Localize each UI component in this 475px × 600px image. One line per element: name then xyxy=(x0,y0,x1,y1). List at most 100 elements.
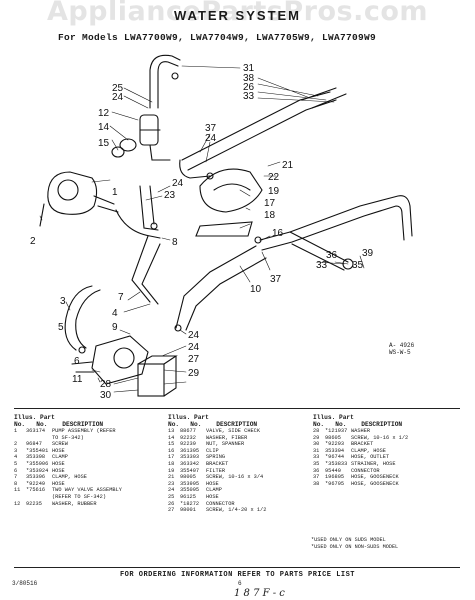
description: HOSE, GOOSENECK xyxy=(351,480,399,487)
description: WASHER, FIBER xyxy=(206,434,248,441)
handwritten-note: 1 8 7 F - c xyxy=(234,588,285,599)
part-no: 353398 xyxy=(26,454,46,461)
callout-11: 11 xyxy=(72,374,83,385)
header-illus: Illus. xyxy=(14,414,37,421)
callout-39: 39 xyxy=(362,248,374,259)
header-illus: Illus. xyxy=(168,414,191,421)
illus-no: 12 xyxy=(14,500,21,507)
description: HOSE xyxy=(52,447,65,454)
description: HOSE xyxy=(52,467,65,474)
header-illus: Illus. xyxy=(313,414,336,421)
description: SCREW, 10-16 x 1/2 xyxy=(351,434,409,441)
description: VALVE, SIDE CHECK xyxy=(206,428,261,434)
header-part: Part xyxy=(339,414,354,421)
part-no: 363342 xyxy=(180,460,200,467)
part-no: 355407 xyxy=(180,467,200,474)
illus-no: 24 xyxy=(168,487,175,494)
callout-8: 8 xyxy=(172,237,178,248)
models-line: For Models LWA7700W9, LWA7704W9, LWA7705… xyxy=(58,32,377,43)
callout-12: 12 xyxy=(98,108,110,119)
illus-no: 1 xyxy=(14,428,18,434)
callout-6: 6 xyxy=(74,356,80,367)
page-number: 6 xyxy=(238,580,242,587)
note-suds: *USED ONLY ON SUDS MODEL xyxy=(311,537,386,543)
illus-no: 23 xyxy=(168,480,175,487)
callout-2: 2 xyxy=(30,236,36,247)
illus-no: 31 xyxy=(313,447,320,454)
description: NUT, SPANNER xyxy=(206,441,245,448)
callout-37b: 37 xyxy=(270,274,282,285)
illus-no: 6 xyxy=(14,467,18,474)
header-no: No. xyxy=(313,421,325,428)
callout-27: 27 xyxy=(188,354,200,365)
callout-10: 10 xyxy=(250,284,262,295)
illus-no: 38 xyxy=(313,480,320,487)
header-part-no: No. xyxy=(190,421,202,428)
part-no: 96125 xyxy=(180,493,196,500)
table-bottom-rule xyxy=(14,567,460,568)
water-system-diagram: 31 25 24 12 14 15 1 2 3 38 26 33 37 24 2… xyxy=(30,54,413,401)
callout-35: 35 xyxy=(352,260,364,271)
callout-17: 17 xyxy=(264,198,276,209)
callout-24: 24 xyxy=(112,92,124,103)
illus-no: 13 xyxy=(168,428,175,434)
diagram-reference: A- 4926 WS-W-5 xyxy=(389,342,414,356)
document-code: 3/80516 xyxy=(12,580,38,587)
description: CLAMP xyxy=(52,454,68,461)
part-no: 98005 xyxy=(180,474,196,481)
diagram-ref-code: A- 4926 xyxy=(389,342,415,349)
watermark: AppliancePartsPros.com xyxy=(46,0,429,27)
callout-26: 26 xyxy=(243,82,255,93)
callout-38: 38 xyxy=(243,73,255,84)
illus-no: 27 xyxy=(168,507,175,514)
illus-no: 15 xyxy=(168,441,175,448)
description: HOSE xyxy=(52,460,65,467)
description: BRACKET xyxy=(206,460,229,467)
part-no: 92232 xyxy=(180,434,196,441)
callout-31: 31 xyxy=(243,63,255,74)
illus-no: 33 xyxy=(313,454,320,461)
callout-16: 16 xyxy=(272,228,284,239)
page-title: WATER SYSTEM xyxy=(173,8,302,23)
illus-no: 4 xyxy=(14,454,18,461)
callout-22: 22 xyxy=(268,172,280,183)
header-part: Part xyxy=(194,414,209,421)
callout-30: 30 xyxy=(100,390,112,401)
callout-7: 7 xyxy=(118,292,124,303)
part-no: 353396 xyxy=(26,474,46,481)
description: CONNECTOR xyxy=(351,467,380,474)
illus-no: 2 xyxy=(14,441,18,448)
callout-25: 25 xyxy=(112,83,124,94)
part-no: *18272 xyxy=(180,500,200,507)
description: CONNECTOR xyxy=(206,500,235,507)
callout-18: 18 xyxy=(264,210,276,221)
header-part-no: No. xyxy=(36,421,48,428)
callout-5: 5 xyxy=(58,322,64,333)
part-no: *121937 xyxy=(325,428,348,434)
illus-no: 26 xyxy=(168,500,175,507)
part-no: 355095 xyxy=(180,487,200,494)
description: PUMP ASSEMBLY (REFER TO SF-342) xyxy=(52,428,116,441)
gooseneck-hose-25 xyxy=(157,61,179,109)
table-row: 26 *18272 CONNECTOR xyxy=(168,501,308,508)
description: TWO WAY VALVE ASSEMBLY (REFER TO SF-342) xyxy=(52,487,122,500)
callout-36: 36 xyxy=(326,250,338,261)
description: HOSE, GOOSENECK xyxy=(351,474,399,481)
header-description: DESCRIPTION xyxy=(216,421,258,428)
illus-no: 37 xyxy=(313,474,320,481)
